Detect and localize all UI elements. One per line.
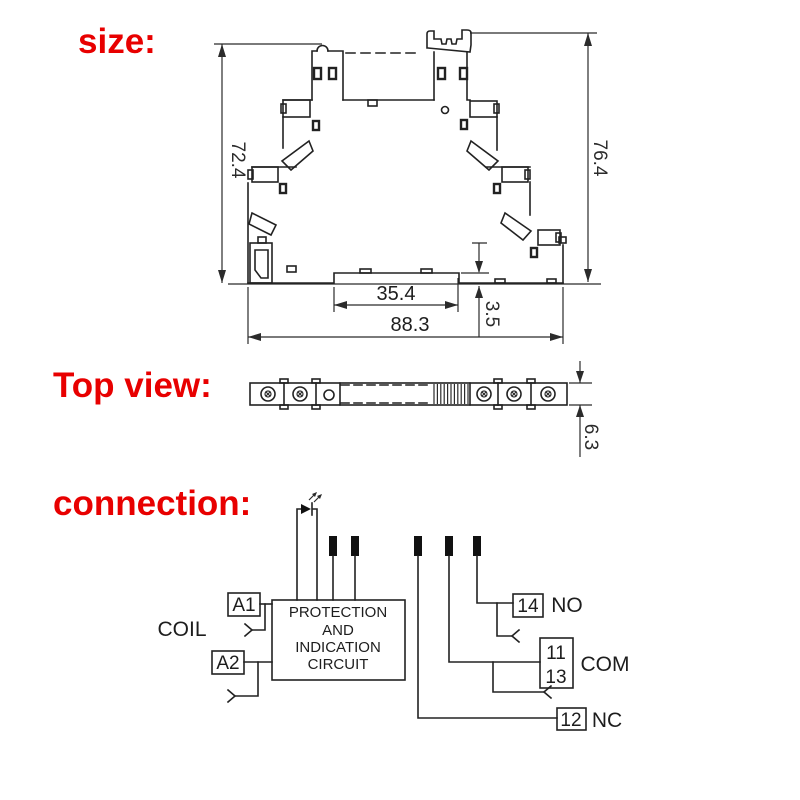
circuit-text-line4: CIRCUIT xyxy=(308,656,369,673)
dim-label-88-3: 88.3 xyxy=(391,314,430,336)
terminal-13-label: 13 xyxy=(545,667,566,688)
no-contact-wire xyxy=(496,602,513,637)
no-label: NO xyxy=(551,594,583,617)
terminal-14-no: 14 NO xyxy=(512,593,583,618)
pin xyxy=(414,536,422,556)
top-view-body xyxy=(249,382,568,406)
screw-icon xyxy=(260,386,276,402)
din-clip xyxy=(426,29,472,53)
dimension-88-3: 88.3 xyxy=(247,287,564,344)
dim-label-76-4: 76.4 xyxy=(589,140,610,177)
circuit-text-line1: PROTECTION xyxy=(289,604,387,621)
dim-label-72-4: 72.4 xyxy=(227,142,248,179)
dimension-3-5: 3.5 xyxy=(461,242,502,337)
dim-label-6-3: 6.3 xyxy=(580,424,601,450)
nc-wire xyxy=(417,555,558,719)
contact-chevron-icon xyxy=(243,622,254,638)
relay-profile-outline xyxy=(247,29,567,284)
dim-label-3-5: 3.5 xyxy=(481,301,502,327)
a1-contact-wire xyxy=(251,603,266,631)
led-diode-icon xyxy=(301,504,311,514)
screw-terminals xyxy=(260,386,556,402)
coil-label: COIL xyxy=(157,618,206,641)
coil-pin-wires xyxy=(332,555,356,601)
pin xyxy=(351,536,359,556)
dimension-6-3: 6.3 xyxy=(569,361,601,457)
hatch-lines xyxy=(433,384,469,404)
top-view-section-label: Top view: xyxy=(53,366,212,405)
screw-icon xyxy=(292,386,308,402)
a2-contact-wire xyxy=(234,661,259,697)
screw-icon xyxy=(476,386,492,402)
protection-circuit-box: PROTECTION AND INDICATION CIRCUIT xyxy=(271,599,406,681)
terminal-a2-label: A2 xyxy=(216,653,239,674)
terminal-a2: A2 xyxy=(211,650,273,675)
size-drawing: 72.4 76.4 88.3 35.4 xyxy=(214,29,610,344)
com-wire xyxy=(448,555,541,663)
pin xyxy=(445,536,453,556)
dimension-76-4: 76.4 xyxy=(470,32,610,282)
pin xyxy=(473,536,481,556)
size-section-label: size: xyxy=(78,22,156,61)
terminal-11-label: 11 xyxy=(546,643,566,664)
led-indicator xyxy=(296,492,322,601)
contact-chevron-icon xyxy=(226,688,237,704)
contact-chevron-icon xyxy=(542,684,553,700)
nc-label: NC xyxy=(592,709,622,732)
top-view-drawing: 6.3 xyxy=(249,361,601,457)
com-contact-wire xyxy=(492,661,545,693)
com-label: COM xyxy=(581,653,630,676)
contact-chevron-icon xyxy=(510,628,521,644)
dim-label-35-4: 35.4 xyxy=(377,283,416,305)
pin xyxy=(329,536,337,556)
terminal-a1: A1 xyxy=(227,592,273,617)
relay-pins xyxy=(329,536,481,556)
screw-icon xyxy=(540,386,556,402)
terminal-11-13-com: 11 13 COM xyxy=(539,637,630,689)
dimension-35-4: 35.4 xyxy=(333,278,459,312)
circuit-text-line3: INDICATION xyxy=(295,639,381,656)
terminal-a1-label: A1 xyxy=(232,595,255,616)
hole-icon xyxy=(323,389,335,401)
terminal-12-nc: 12 NC xyxy=(556,707,622,732)
edge-notches xyxy=(279,378,536,410)
connection-section-label: connection: xyxy=(53,484,252,523)
connection-diagram: PROTECTION AND INDICATION CIRCUIT COIL A… xyxy=(157,492,630,732)
terminal-14-label: 14 xyxy=(517,596,539,617)
no-wire xyxy=(476,555,514,604)
screw-icon xyxy=(506,386,522,402)
circuit-text-line2: AND xyxy=(322,622,354,639)
dimension-72-4: 72.4 xyxy=(214,43,322,283)
terminal-12-label: 12 xyxy=(560,710,581,731)
